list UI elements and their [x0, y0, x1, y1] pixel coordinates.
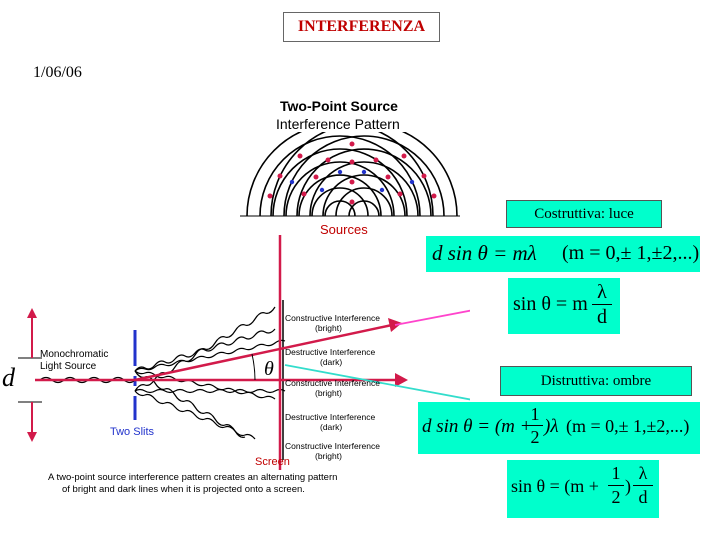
sources-label: Sources	[320, 222, 368, 237]
diagram-caption: A two-point source interference pattern …	[48, 472, 338, 495]
diagram-title-line1: Two-Point Source	[280, 98, 398, 114]
constructive-equation: d sin θ = mλ (m = 0,± 1,±2,...)	[426, 236, 700, 272]
band-label-2: Destructive Interference(dark)	[285, 347, 376, 367]
page-title: INTERFERENZA	[283, 12, 440, 42]
pink-connector-arrow	[394, 309, 470, 326]
diagram-title-line2: Interference Pattern	[276, 116, 400, 132]
constructive-simple-equation: sin θ = m λ d	[508, 278, 620, 334]
band-label-4: Destructive Interference(dark)	[285, 412, 376, 432]
constructive-label: Costruttiva: luce	[506, 200, 662, 228]
ripple-pattern-graphic	[240, 132, 460, 217]
screen-label: Screen	[255, 456, 290, 468]
d-symbol: d	[2, 363, 15, 392]
light-source-label: Monochromatic Light Source	[40, 349, 109, 372]
theta-symbol: θ	[264, 358, 274, 380]
wave-trains	[39, 306, 286, 440]
destructive-label: Distruttiva: ombre	[500, 366, 692, 396]
destructive-simple-equation: sin θ = (m + 1 2 ) λ d	[507, 460, 659, 518]
teal-connector-arrow	[284, 364, 470, 401]
double-slit-diagram	[18, 235, 470, 470]
two-slits-label: Two Slits	[110, 426, 155, 438]
angle-ray	[134, 323, 393, 382]
two-point-source-diagram: Two-Point Source Interference Pattern	[240, 96, 460, 241]
band-label-1: Constructive Interference(bright)	[285, 313, 380, 333]
band-label-5: Constructive Interference(bright)	[285, 441, 380, 461]
band-label-3: Constructive Interference(bright)	[285, 378, 380, 398]
destructive-equation: d sin θ = (m + 1 2 )λ (m = 0,± 1,±2,...)	[418, 402, 700, 454]
date-label: 1/06/06	[33, 64, 82, 81]
